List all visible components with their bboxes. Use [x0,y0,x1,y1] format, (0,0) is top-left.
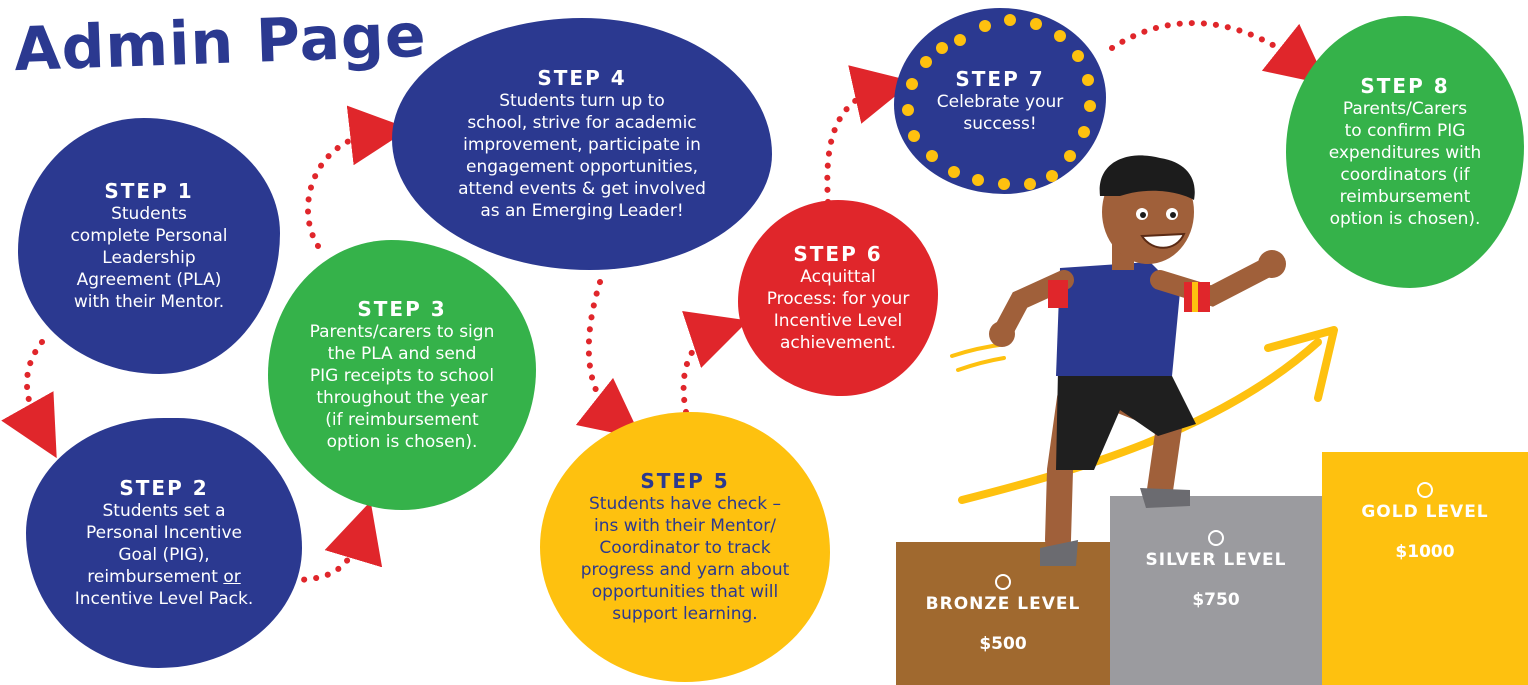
silver-ring-icon [1208,530,1224,546]
step-8-label: STEP 8 [1360,74,1450,98]
step-8-text: Parents/Carers to confirm PIG expenditur… [1328,99,1482,229]
silver-level-amount: $750 [1192,590,1240,610]
step-2-text-main: Students set a Personal Incentive Goal (… [86,501,242,587]
silver-level-label: SILVER LEVEL [1145,550,1287,570]
step-8-blob: STEP 8 Parents/Carers to confirm PIG exp… [1286,16,1524,288]
step-7-blob: STEP 7 Celebrate your success! [894,8,1106,194]
step-4-label: STEP 4 [537,66,627,90]
arrow-1-to-2 [1,339,57,459]
arrow-3-to-4 [304,105,410,249]
step-6-label: STEP 6 [793,242,883,266]
step-1-blob: STEP 1 Students complete Personal Leader… [18,118,280,374]
silver-podium: SILVER LEVEL $750 [1110,496,1322,685]
step-6-blob: STEP 6 Acquittal Process: for your Incen… [738,200,938,396]
step-7-text: Celebrate your success! [936,92,1064,134]
arrow-4-to-5 [575,279,642,439]
arrow-5-to-6 [680,311,749,415]
bronze-level-amount: $500 [979,634,1027,654]
gold-podium: GOLD LEVEL $1000 [1322,452,1528,685]
arrow-7-to-8 [1109,20,1328,85]
arrow-2-to-3 [289,501,383,583]
step-2-text: Students set a Personal Incentive Goal (… [75,500,253,610]
bronze-podium: BRONZE LEVEL $500 [896,542,1110,685]
step-5-blob: STEP 5 Students have check – ins with th… [540,412,830,682]
gold-level-amount: $1000 [1395,542,1455,562]
step-2-text-underlined: or [223,567,241,587]
step-3-label: STEP 3 [357,297,447,321]
step-7-label: STEP 7 [955,67,1045,91]
bronze-level-label: BRONZE LEVEL [925,594,1081,614]
step-1-label: STEP 1 [104,179,194,203]
step-2-text-tail: Incentive Level Pack. [74,589,254,609]
gold-ring-icon [1417,482,1433,498]
gold-level-label: GOLD LEVEL [1361,502,1489,522]
step-6-text: Acquittal Process: for your Incentive Le… [766,267,910,353]
step-2-label: STEP 2 [119,476,209,500]
step-1-text: Students complete Personal Leadership Ag… [70,204,228,312]
step-4-blob: STEP 4 Students turn up to school, striv… [392,18,772,270]
step-5-text: Students have check – ins with their Men… [580,494,790,624]
arrow-6-to-7 [824,65,914,205]
step-5-label: STEP 5 [640,469,730,493]
bronze-ring-icon [995,574,1011,590]
step-3-blob: STEP 3 Parents/carers to sign the PLA an… [268,240,536,510]
step-2-blob: STEP 2 Students set a Personal Incentive… [26,418,302,668]
step-3-text: Parents/carers to sign the PLA and send … [309,322,495,452]
step-4-text: Students turn up to school, strive for a… [458,91,706,221]
